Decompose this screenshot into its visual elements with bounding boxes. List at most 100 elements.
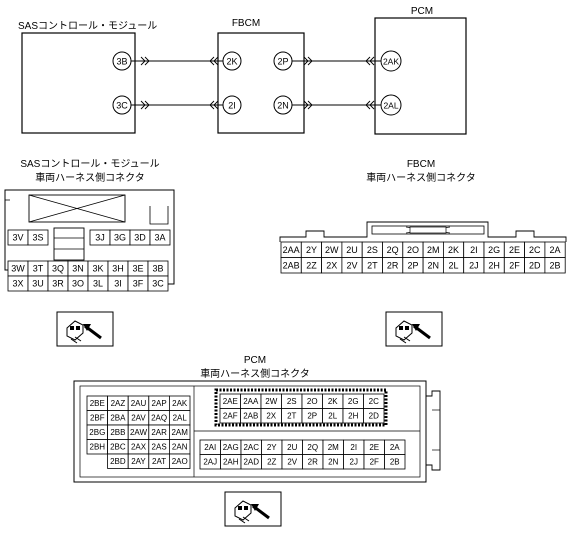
pcm-pin-2ag: 2AG bbox=[223, 443, 239, 452]
sas-connector-title: SASコントロール・モジュール bbox=[20, 159, 159, 170]
sas-connector-subtitle: 車両ハーネス側コネクタ bbox=[35, 171, 145, 184]
pcm-pin-2av: 2AV bbox=[131, 414, 146, 423]
sas-key-cross bbox=[28, 194, 126, 223]
pcm-pin-2c: 2C bbox=[369, 397, 379, 406]
sas-pin-3j: 3J bbox=[95, 233, 105, 243]
sas-pin-3q: 3Q bbox=[52, 264, 64, 274]
fbcm-pin-2s: 2S bbox=[367, 245, 378, 255]
fbcm-pin-2g: 2G bbox=[488, 245, 500, 255]
fbcm-pin-2p: 2P bbox=[277, 57, 288, 67]
pcm-pin-2b: 2B bbox=[390, 458, 400, 467]
sas-pin-3b: 3B bbox=[152, 264, 163, 274]
fbcm-pin-2p: 2P bbox=[407, 260, 418, 270]
pcm-pin-2al: 2AL bbox=[383, 101, 398, 111]
pcm-pin-2ar: 2AR bbox=[151, 428, 167, 437]
pcm-pin-2ao: 2AO bbox=[172, 457, 188, 466]
fbcm-pin-2d: 2D bbox=[529, 260, 541, 270]
chevron-icon bbox=[365, 56, 375, 66]
fbcm-pin-2n: 2N bbox=[277, 101, 289, 111]
pcm-pin-2aj: 2AJ bbox=[203, 458, 217, 467]
sas-pin-3a: 3A bbox=[154, 233, 165, 243]
pcm-pin-2x: 2X bbox=[266, 412, 276, 421]
pcm-pin-2k: 2K bbox=[328, 397, 338, 406]
fbcm-pin-2i: 2I bbox=[470, 245, 478, 255]
pcm-pin-2bg: 2BG bbox=[89, 428, 105, 437]
fbcm-module-label: FBCM bbox=[232, 18, 260, 29]
pcm-hatched-frame bbox=[214, 388, 388, 427]
pcm-pin-2f: 2F bbox=[370, 458, 379, 467]
fbcm-pin-2q: 2Q bbox=[387, 245, 399, 255]
sas-pin-3d: 3D bbox=[134, 233, 146, 243]
pcm-module-box bbox=[374, 17, 467, 135]
sas-connector-latch bbox=[149, 206, 169, 225]
fbcm-connector-latch bbox=[371, 225, 485, 235]
pcm-pin-2au: 2AU bbox=[131, 399, 147, 408]
fbcm-latch-window bbox=[409, 226, 447, 234]
fbcm-pin-2j: 2J bbox=[469, 260, 479, 270]
pcm-connector-subtitle: 車両ハーネス側コネクタ bbox=[200, 367, 310, 380]
sas-connector-key bbox=[28, 194, 126, 223]
pcm-pin-2ak: 2AK bbox=[172, 399, 188, 408]
pcm-pin-2ah: 2AH bbox=[223, 458, 239, 467]
hand-pointer-icon bbox=[224, 491, 282, 527]
pcm-pin-2m: 2M bbox=[328, 443, 339, 452]
pcm-pin-2j: 2J bbox=[350, 458, 358, 467]
sas-pin-3f: 3F bbox=[133, 279, 144, 289]
pcm-pin-2d: 2D bbox=[369, 412, 379, 421]
chevron-icon bbox=[303, 100, 313, 110]
pcm-pin-2d-cell bbox=[363, 408, 385, 424]
fbcm-pin-2t: 2T bbox=[367, 260, 378, 270]
sas-pin-3v: 3V bbox=[12, 233, 23, 243]
pcm-pin-2u: 2U bbox=[287, 443, 297, 452]
pcm-pin-2ae: 2AE bbox=[223, 397, 238, 406]
pcm-pin-2ab: 2AB bbox=[243, 412, 258, 421]
fbcm-pin-2ab: 2AB bbox=[283, 260, 300, 270]
fbcm-pin-2c: 2C bbox=[529, 245, 541, 255]
pcm-pin-2bh: 2BH bbox=[90, 443, 106, 452]
pcm-pin-2t: 2T bbox=[287, 412, 296, 421]
fbcm-pin-2i: 2I bbox=[228, 101, 236, 111]
pcm-pin-2g: 2G bbox=[348, 397, 359, 406]
pcm-connector-housing bbox=[73, 380, 427, 483]
hand-pointer-icon bbox=[56, 311, 114, 347]
fbcm-pin-2f: 2F bbox=[509, 260, 520, 270]
pcm-pin-2o: 2O bbox=[307, 397, 318, 406]
sas-center-block bbox=[53, 227, 85, 261]
pcm-pin-2bf: 2BF bbox=[90, 414, 105, 423]
sas-pin-3s: 3S bbox=[32, 233, 43, 243]
pcm-pin-2s: 2S bbox=[287, 397, 297, 406]
fbcm-pin-2o: 2O bbox=[407, 245, 419, 255]
pcm-pin-2al: 2AL bbox=[173, 414, 188, 423]
pcm-pin-2ai: 2AI bbox=[204, 443, 216, 452]
fbcm-pin-2b-cell bbox=[544, 257, 566, 274]
sas-pin-3c: 3C bbox=[152, 279, 164, 289]
pcm-pin-2ba: 2BA bbox=[110, 414, 126, 423]
chevron-icon bbox=[140, 100, 150, 110]
wires bbox=[131, 56, 381, 110]
pcm-connector-title: PCM bbox=[244, 355, 266, 366]
pcm-pin-2e: 2E bbox=[369, 443, 379, 452]
pcm-pin-2b-cell bbox=[384, 454, 406, 470]
pcm-pin-2at: 2AT bbox=[152, 457, 166, 466]
fbcm-pin-2b: 2B bbox=[550, 260, 561, 270]
chevron-icon bbox=[140, 56, 150, 66]
pcm-pin-2v: 2V bbox=[287, 458, 297, 467]
sas-module-box bbox=[21, 32, 136, 134]
sas-pin-3s-cell bbox=[27, 229, 49, 246]
pcm-pin-2az: 2AZ bbox=[111, 399, 126, 408]
chevron-icon bbox=[209, 100, 219, 110]
sas-pin-3o: 3O bbox=[72, 279, 84, 289]
fbcm-pin-2x: 2X bbox=[326, 260, 337, 270]
sas-pin-3l: 3L bbox=[93, 279, 103, 289]
fbcm-pin-2y: 2Y bbox=[306, 245, 317, 255]
sas-pin-3i: 3I bbox=[114, 279, 122, 289]
pcm-pin-2y: 2Y bbox=[267, 443, 277, 452]
pcm-pin-2h: 2H bbox=[348, 412, 358, 421]
pcm-pin-2z: 2Z bbox=[267, 458, 276, 467]
fbcm-pin-2m: 2M bbox=[427, 245, 440, 255]
